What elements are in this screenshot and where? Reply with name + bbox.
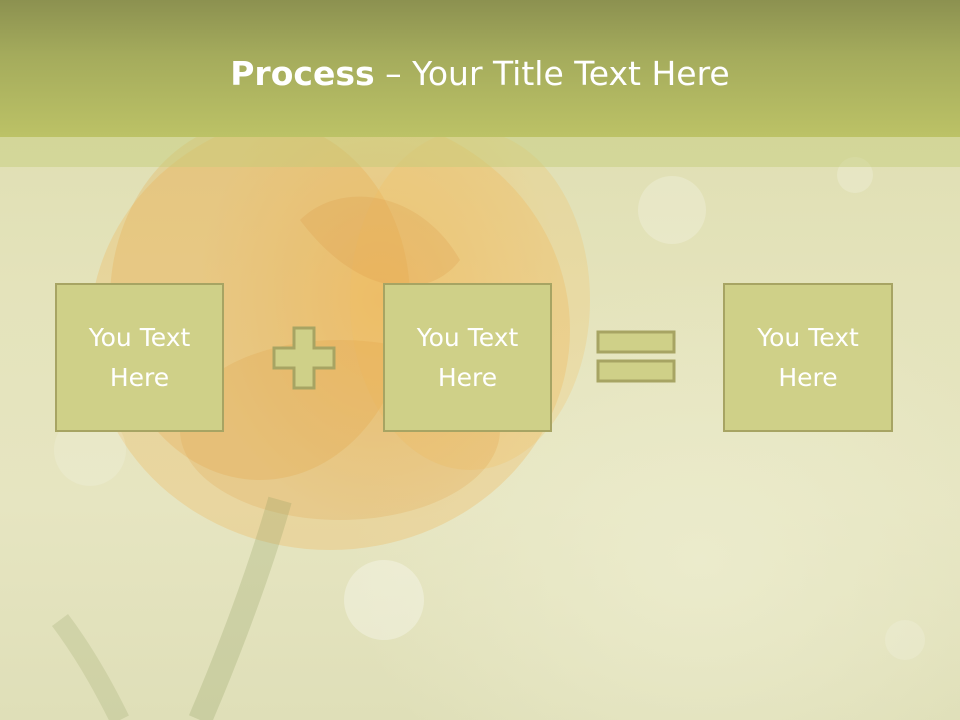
title-bar-shadow	[0, 137, 960, 167]
process-box-1-label: You Text Here	[88, 322, 191, 392]
process-box-result-label: You Text Here	[757, 322, 859, 392]
plus-icon	[272, 326, 336, 390]
title-separator: –	[374, 54, 413, 93]
process-box-2[interactable]: You Text Here	[383, 283, 552, 432]
slide-title: Process – Your Title Text Here	[0, 52, 960, 96]
process-box-1[interactable]: You Text Here	[55, 283, 224, 432]
title-rest: Your Title Text Here	[412, 54, 730, 93]
title-bar	[0, 0, 960, 137]
title-strong: Process	[230, 54, 375, 93]
process-box-2-label: You Text Here	[416, 322, 519, 392]
equals-icon	[596, 330, 676, 383]
process-box-result[interactable]: You Text Here	[723, 283, 893, 432]
